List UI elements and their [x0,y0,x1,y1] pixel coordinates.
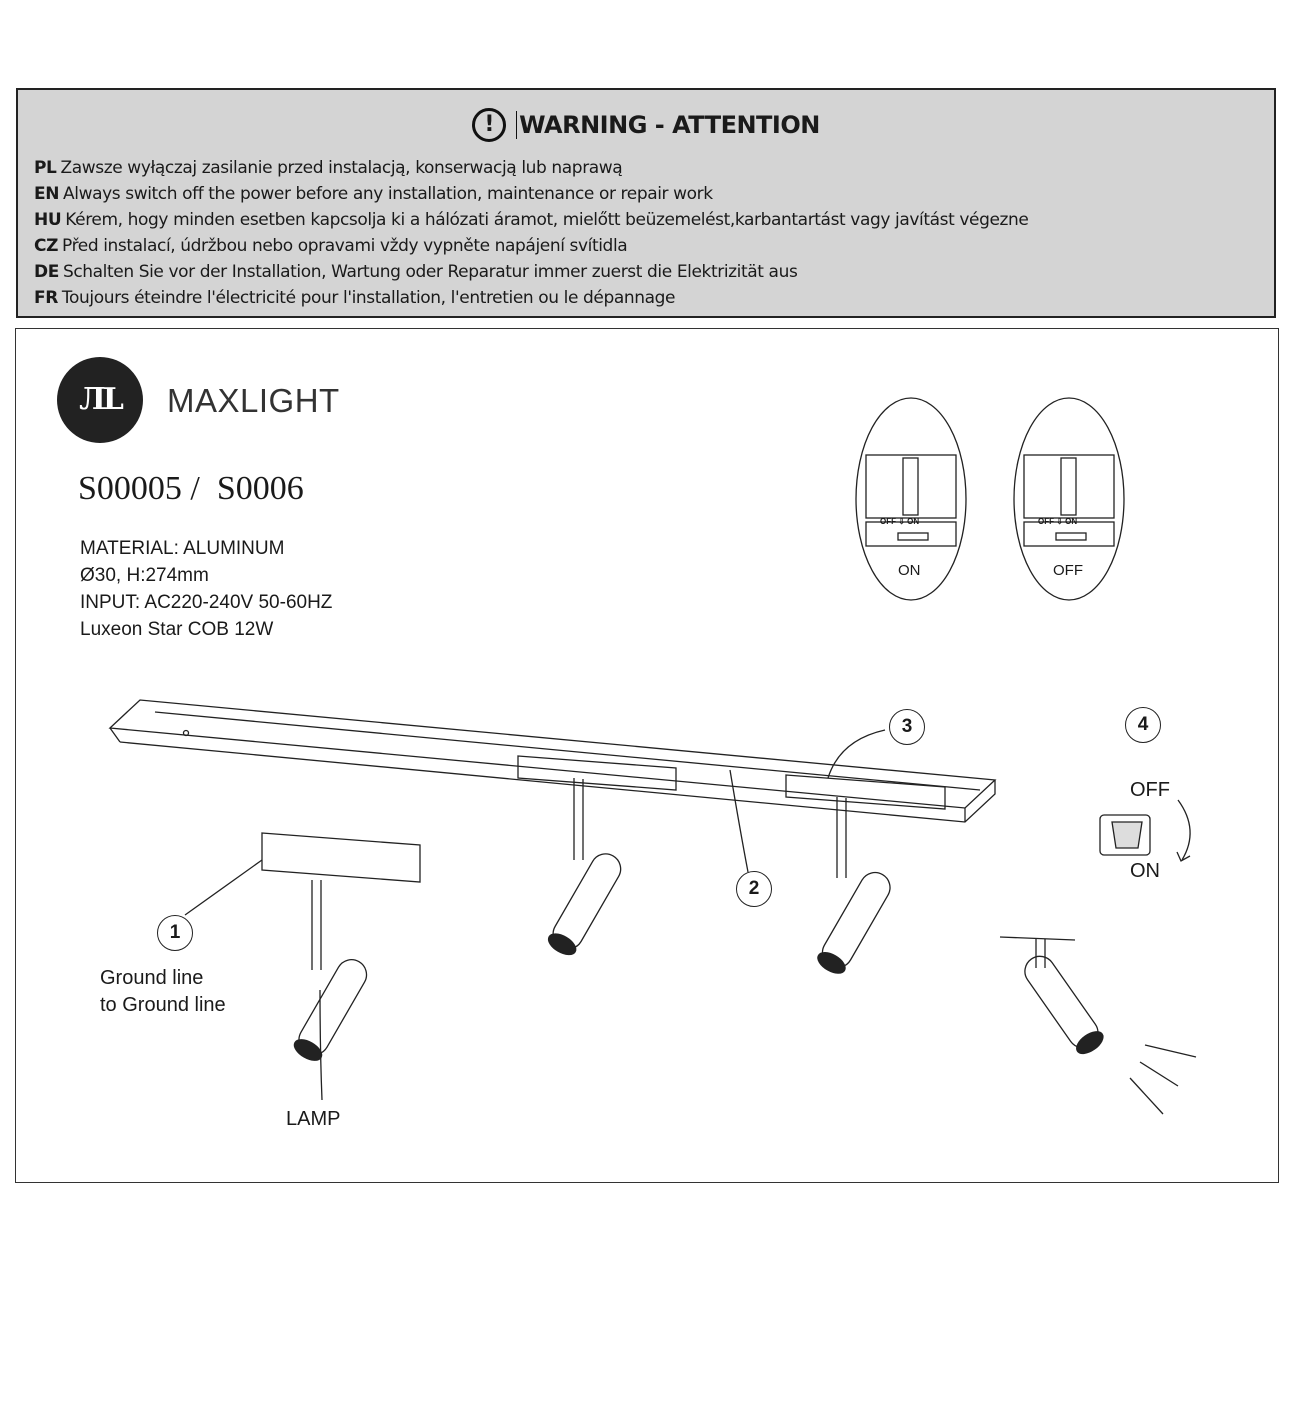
detail-off-label: OFF [1053,562,1083,579]
step-1-marker: 1 [157,915,193,951]
model-number: S00005 / S0006 [78,470,304,507]
brand-logo: ЛL [57,357,143,443]
exclamation-circle-icon: ! [472,108,507,142]
lamp-lit [999,936,1197,1115]
detail-on-label: ON [898,562,921,579]
spec-material: MATERIAL: ALUMINUM [80,538,285,559]
instruction-panel [15,328,1279,1183]
spec-input: INPUT: AC220-240V 50-60HZ [80,592,333,613]
step-2-marker: 2 [736,871,772,907]
detail-on-illustration [855,397,967,601]
detail-off-illustration [1013,397,1125,601]
detail-off-switch-text: OFF ⇩ ON [1038,517,1078,526]
track-adapter-3 [785,774,946,974]
ground-line-label-2: to Ground line [100,994,226,1016]
spec-led: Luxeon Star COB 12W [80,619,274,640]
track-rail [108,699,997,823]
detail-on-switch-text: OFF ⇩ ON [880,517,920,526]
switch-on-label: ON [1130,860,1160,882]
adapter-unmounted [261,832,421,1061]
rocker-switch-illustration [1099,799,1191,862]
lamp-label: LAMP [286,1108,341,1130]
spec-dimensions: Ø30, H:274mm [80,565,209,586]
track-adapter-2 [517,755,677,956]
switch-off-label: OFF [1130,779,1170,801]
step-4-marker: 4 [1125,707,1161,743]
warning-title: !WARNING - ATTENTION [18,108,1274,142]
ground-line-label-1: Ground line [100,967,204,989]
brand-name: MAXLIGHT [167,382,340,419]
step-3-marker: 3 [889,709,925,745]
